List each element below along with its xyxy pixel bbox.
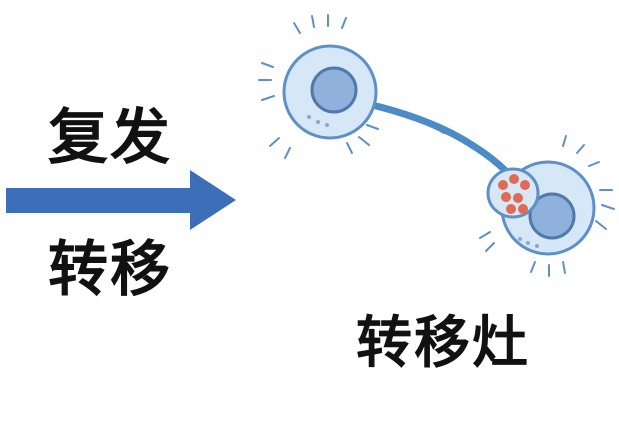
source-cell-ray-11 <box>358 136 370 146</box>
source-cell-ray-1 <box>293 22 301 34</box>
connector-branch-1 <box>429 122 446 134</box>
target-cell-dot-3 <box>535 244 539 248</box>
source-cell-ray-2 <box>311 15 315 28</box>
source-cell-ray-9 <box>284 147 291 159</box>
source-cell-dot-3 <box>325 123 329 127</box>
tumor-cell-1 <box>498 180 508 190</box>
tumor-cell-4 <box>501 192 511 202</box>
target-cell-ray-6 <box>595 220 607 230</box>
target-cell-ray-3 <box>588 161 600 167</box>
label-recurrence: 复发 <box>48 103 172 173</box>
tumor-cell-7 <box>518 204 528 214</box>
target-cell-dot-2 <box>526 241 530 245</box>
connector-path <box>368 101 520 186</box>
target-cell-ray-10 <box>479 231 491 239</box>
target-cell-ray-2 <box>576 144 585 154</box>
target-cell-ray-11 <box>485 242 495 252</box>
target-cell-ray-9 <box>530 261 536 273</box>
label-metastatic-focus: 转移灶 <box>356 311 530 376</box>
source-cell-dot-1 <box>307 115 311 119</box>
source-cell-ray-10 <box>346 142 353 154</box>
target-cell-nucleus <box>528 192 576 240</box>
connector-line <box>368 101 520 186</box>
source-cell-ray-7 <box>261 95 275 101</box>
target-cell-ray-1 <box>562 135 567 147</box>
source-cell-ray-4 <box>341 17 347 29</box>
tumor-cell-5 <box>513 193 523 203</box>
connector-branch-2 <box>451 132 468 143</box>
label-metastasis: 转移 <box>48 235 172 305</box>
target-cell-ray-5 <box>601 204 615 210</box>
source-cell-ray-12 <box>366 124 379 130</box>
arrow-shape <box>6 170 236 230</box>
source-cell-dot-2 <box>316 120 320 124</box>
cell-icon <box>258 14 379 159</box>
source-cell-ray-5 <box>261 62 274 68</box>
metastatic-cell-icon <box>479 135 615 277</box>
tumor-cell-6 <box>506 204 516 214</box>
target-cell-ray-7 <box>562 261 566 274</box>
source-cell-ray-8 <box>269 137 280 147</box>
source-cell-nucleus <box>310 66 358 114</box>
tumor-cell-2 <box>509 174 519 184</box>
tumor-cell-3 <box>520 180 530 190</box>
right-arrow-icon <box>6 170 236 230</box>
target-cell-dot-1 <box>518 237 522 241</box>
